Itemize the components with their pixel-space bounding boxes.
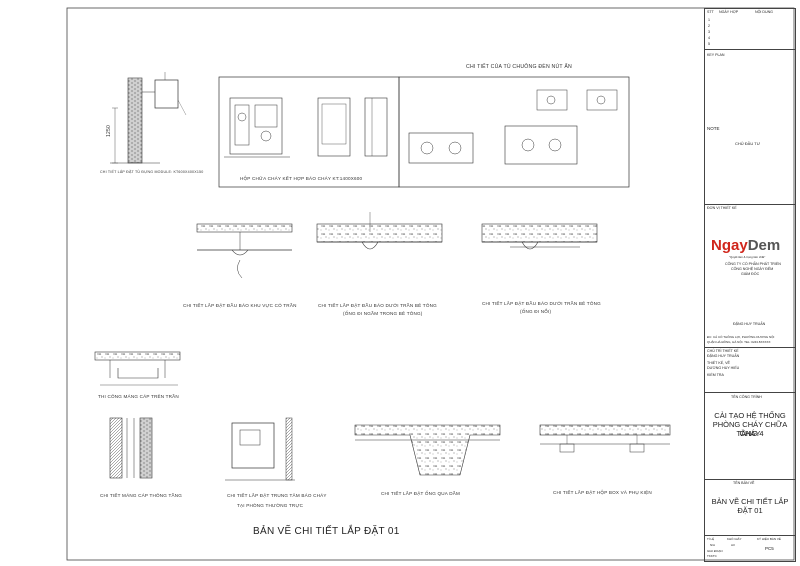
address-line-2: QUẬN HÀ ĐÔNG, HÀ NỘI. TEL: 0243.8XXXXX <box>707 340 771 344</box>
drawing-line-2: ĐẶT 01 <box>737 506 763 515</box>
caption-detector-embedded-2: (ỐNG ĐI NGẦM TRONG BÊ TÔNG) <box>343 311 423 316</box>
rev-header-no: STT <box>707 10 714 14</box>
pipe-beam-detail <box>354 424 501 476</box>
paper-label: KHỔ GIẤY <box>727 537 742 541</box>
detector-concrete-surface-detail <box>481 223 598 250</box>
module-wall-detail <box>110 72 187 164</box>
project-line-3: TẦNG 4 <box>736 429 764 438</box>
dim-height: 1250 <box>105 125 112 137</box>
logo-tagline: "Quyết tâm & trọng tâm chất" <box>729 255 766 259</box>
company-line-1: CÔNG TY CỔ PHẦN PHÁT TRIỂN <box>725 262 781 266</box>
project-line-1: CẢI TẠO HỆ THỐNG <box>714 411 786 420</box>
rev-header-date: NGÀY HỢP <box>719 10 739 14</box>
caption-central-panel-2: TẠI PHÒNG THƯỜNG TRỰC <box>237 503 304 508</box>
tray-vertical-detail <box>109 417 153 479</box>
drawing-line-1: BẢN VẼ CHI TIẾT LẮP <box>711 497 789 506</box>
stage-value: TKKTC <box>707 554 717 558</box>
company-line-2: CÔNG NGHỆ NGÀY ĐÊM <box>731 267 774 271</box>
detector-concrete-embedded-detail <box>316 212 443 250</box>
caption-box-accessories: CHI TIẾT LẮP ĐẶT HỘP BOX VÀ PHỤ KIỆN <box>553 490 652 495</box>
caption-tray-ceiling: THI CÔNG MÁNG CÁP TRÊN TRẦN <box>98 394 179 399</box>
drawing-label: TÊN BẢN VẼ <box>733 481 755 485</box>
caption-cabinet-main: HỘP CHỮA CHÁY KẾT HỢP BÁO CHÁY KT:1400X6… <box>240 176 363 181</box>
key-plan-label: KEY PLAN <box>707 53 725 57</box>
rev-row-2: 2 <box>708 24 710 28</box>
paper-value: A3 <box>731 543 735 547</box>
caption-detector-surface-1: CHI TIẾT LẮP ĐẶT ĐẦU BÁO DƯỚI TRẦN BÊ TÔ… <box>482 301 601 306</box>
project-label: TÊN CÔNG TRÌNH <box>731 395 762 399</box>
address-line-1: ĐC: CÁ CỔ THÔNG LỢI, PHƯỜNG DƯƠNG NỘI <box>707 335 775 339</box>
caption-pipe-beam: CHI TIẾT LẮP ĐẶT ỐNG QUA DẦM <box>381 491 461 496</box>
name-lead: ĐẶNG HUY TRUẤN <box>707 354 740 358</box>
page-title: BẢN VẼ CHI TIẾT LẮP ĐẶT 01 <box>253 526 400 537</box>
role-lead: CHỦ TRÌ THIẾT KẾ <box>707 349 739 353</box>
rev-row-4: 4 <box>708 36 710 40</box>
caption-detector-false-ceiling: CHI TIẾT LẮP ĐẶT ĐẦU BÁO KHU VỰC CÓ TRẦN <box>183 303 297 308</box>
detector-false-ceiling-detail <box>196 223 293 279</box>
role-drafter: THIẾT KẾ, VẼ <box>707 361 730 365</box>
name-drafter: DƯƠNG HUY HIẾU <box>707 366 740 370</box>
director-name: ĐẶNG HUY TRUẤN <box>733 322 766 326</box>
company-logo: NgayDem <box>711 237 780 254</box>
scale-label: TỈ LỆ <box>707 537 715 541</box>
logo-part-b: Dem <box>747 237 781 254</box>
rev-header-content: NỘI DUNG <box>755 10 773 14</box>
rev-row-5: 5 <box>708 42 710 46</box>
caption-detector-embedded-1: CHI TIẾT LẮP ĐẶT ĐẦU BÁO DƯỚI TRẦN BÊ TÔ… <box>318 303 437 308</box>
tray-ceiling-detail <box>94 351 181 386</box>
sheet-no-label: KÝ HIỆU BẢN VẼ <box>757 537 781 541</box>
logo-part-a: Ngay <box>711 237 748 254</box>
revision-table: STT NGÀY HỢP NỘI DUNG 1 2 3 4 5 <box>705 9 795 50</box>
scale-value: N/A <box>710 543 716 547</box>
caption-detector-surface-2: (ỐNG ĐI NỔI) <box>520 309 552 314</box>
note-label: NOTE <box>707 126 720 131</box>
caption-central-panel-1: CHI TIẾT LẮP ĐẶT TRUNG TÂM BÁO CHÁY <box>227 493 327 498</box>
title-block: STT NGÀY HỢP NỘI DUNG 1 2 3 4 5 KEY PLAN… <box>704 8 796 562</box>
role-checker: KIỂM TRA <box>707 373 724 377</box>
sheet-no: PC5 <box>765 546 774 551</box>
caption-module-wall: CHI TIẾT LẮP ĐẶT TỦ ĐỰNG MODULE: KT600X4… <box>100 170 204 174</box>
owner-label: CHỦ ĐẦU TƯ <box>735 141 761 146</box>
caption-tray-vertical: CHI TIẾT MÁNG CÁP THÔNG TẦNG <box>100 493 183 498</box>
rev-row-3: 3 <box>708 30 710 34</box>
project-line-2: PHÒNG CHÁY CHỮA CHÁY <box>712 420 788 438</box>
central-panel-detail <box>225 417 295 481</box>
cabinet-main-frame <box>218 76 630 188</box>
company-line-3: GIÁM ĐỐC <box>741 272 760 276</box>
box-accessories-detail <box>539 424 671 453</box>
caption-bell-cabinet: CHI TIẾT CỦA TỦ CHUÔNG ĐÈN NÚT ẤN <box>466 64 572 70</box>
stage-label: GIAI ĐOẠN <box>707 549 723 553</box>
designer-label: ĐƠN VỊ THIẾT KẾ <box>707 206 737 210</box>
rev-row-1: 1 <box>708 18 710 22</box>
